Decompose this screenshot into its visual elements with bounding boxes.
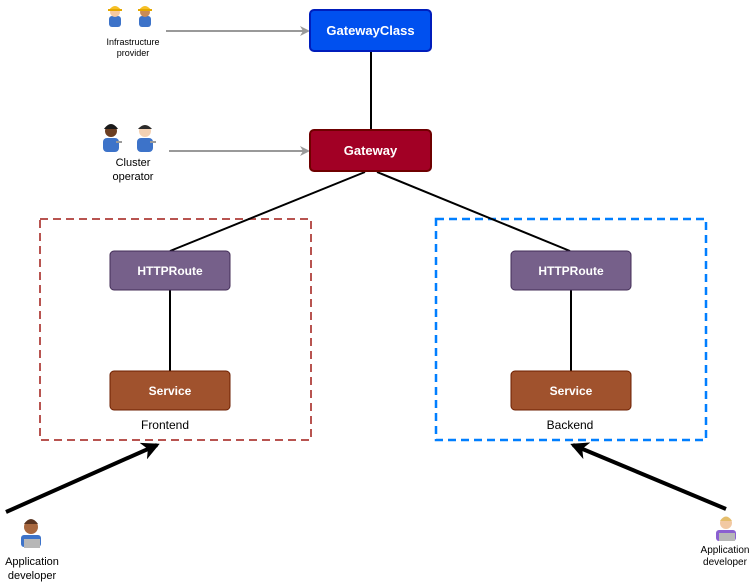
frontend-group-label: Frontend xyxy=(141,418,189,432)
frontend-httproute-node[interactable]: HTTPRoute xyxy=(109,250,231,291)
backend-developer-label-line2: developer xyxy=(703,557,748,568)
backend-developer-label-line1: Application xyxy=(701,545,750,556)
frontend-developer-label-line2: developer xyxy=(8,570,57,582)
backend-group-label: Backend xyxy=(547,418,594,432)
mechanic-icon xyxy=(103,124,122,152)
backend-group-border xyxy=(434,217,708,442)
frontend-httproute-label: HTTPRoute xyxy=(137,264,203,278)
backend-httproute-node[interactable]: HTTPRoute xyxy=(510,250,632,291)
construction-worker-icon xyxy=(108,6,122,27)
construction-worker-icon xyxy=(138,6,152,27)
construction-worker-icons xyxy=(108,6,152,27)
frontend-developer-label-line1: Application xyxy=(5,556,59,568)
technologist-icon xyxy=(21,519,41,548)
gateway-label: Gateway xyxy=(344,143,398,158)
frontend-developer-arrow xyxy=(5,442,160,514)
backend-httproute-label: HTTPRoute xyxy=(538,264,604,278)
connector-gateway-backend-route xyxy=(376,171,571,252)
cluster-operator-label-line2: operator xyxy=(113,171,154,183)
gateway-node[interactable]: Gateway xyxy=(309,129,432,172)
backend-developer-arrow xyxy=(570,442,727,511)
mechanic-icon xyxy=(137,125,156,152)
technologist-icon xyxy=(716,516,736,541)
infrastructure-provider-label-line1: Infrastructure xyxy=(106,37,159,47)
frontend-service-node[interactable]: Service xyxy=(109,370,231,411)
frontend-service-label: Service xyxy=(149,384,192,398)
connector-gateway-frontend-route xyxy=(169,171,366,252)
mechanic-icons xyxy=(103,124,156,152)
cluster-operator-label-line1: Cluster xyxy=(116,157,151,169)
frontend-group-border xyxy=(39,218,312,441)
gatewayclass-node[interactable]: GatewayClass xyxy=(309,9,432,52)
backend-service-node[interactable]: Service xyxy=(510,370,632,411)
backend-service-label: Service xyxy=(550,384,593,398)
gatewayclass-label: GatewayClass xyxy=(326,23,414,38)
infrastructure-provider-label-line2: provider xyxy=(117,48,150,58)
